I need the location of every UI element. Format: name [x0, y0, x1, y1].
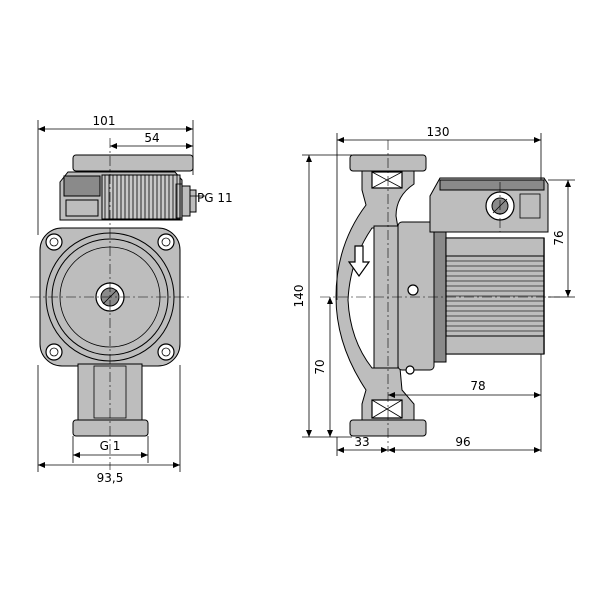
dim-front-offset: 54 [144, 131, 159, 145]
dim-side-inlet-offset: 33 [354, 435, 369, 449]
dim-side-total-width: 130 [427, 125, 450, 139]
dim-side-upper-height: 76 [552, 230, 566, 245]
dim-side-motor-depth: 96 [455, 435, 470, 449]
dim-side-height: 140 [292, 285, 306, 308]
side-view [320, 140, 560, 452]
side-dimensions: 130 140 70 76 78 33 96 [292, 125, 575, 456]
label-cable-gland: PG 11 [197, 191, 233, 205]
front-dimensions: 101 54 PG 11 G 1 93,5 [37, 114, 233, 485]
dim-front-total-width: 101 [93, 114, 116, 128]
dim-side-motor-length: 78 [470, 379, 485, 393]
front-view [30, 138, 197, 470]
dim-front-body-width: 93,5 [97, 471, 124, 485]
dim-side-lower-height: 70 [313, 359, 327, 374]
dim-pipe-thread: G 1 [100, 439, 121, 453]
